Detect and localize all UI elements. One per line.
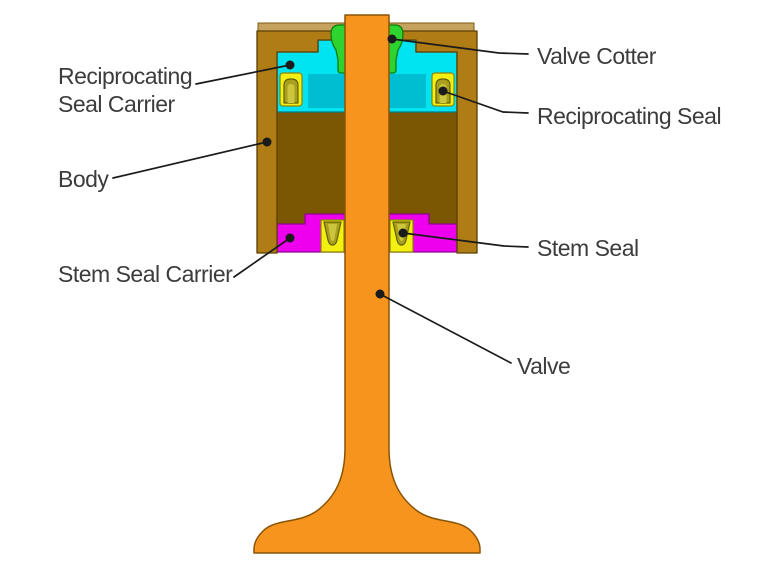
leader-dot-stem-seal-carrier	[285, 233, 295, 243]
leader-dot-reciprocating-seal	[438, 86, 448, 96]
leader-dot-reciprocating-seal-carrier	[285, 60, 295, 70]
leader-line-valve-cotter	[391, 38, 529, 55]
leader-line-reciprocating-seal	[442, 90, 529, 114]
label-valve-cotter: Valve Cotter	[537, 43, 657, 69]
label-reciprocating-seal-carrier: Reciprocating Seal Carrier	[58, 63, 198, 117]
label-reciprocating-seal: Reciprocating Seal	[537, 103, 721, 129]
leader-line-stem-seal-carrier	[233, 237, 291, 278]
leader-dot-stem-seal	[398, 228, 408, 238]
valve-shape	[253, 14, 481, 554]
leader-dot-body	[262, 137, 272, 147]
leader-dot-valve	[375, 289, 385, 299]
reciprocating-seal-left-cup-inner	[287, 84, 295, 103]
label-valve: Valve	[517, 353, 570, 379]
valve-cotter-left-shape	[330, 24, 347, 74]
leader-line-reciprocating-seal-carrier	[195, 64, 291, 85]
leader-line-body	[112, 141, 268, 179]
label-body: Body	[58, 166, 109, 192]
reciprocating-seal-carrier-right-inner-face	[388, 74, 426, 108]
leader-line-stem-seal	[402, 232, 529, 248]
reciprocating-seal-carrier-left-inner-face	[308, 74, 346, 108]
label-stem-seal: Stem Seal	[537, 235, 639, 261]
leader-dot-valve-cotter	[387, 34, 397, 44]
label-stem-seal-carrier: Stem Seal Carrier	[58, 261, 233, 287]
leader-line-valve	[379, 293, 512, 364]
stem-seal-left-cup-inner	[328, 224, 337, 241]
